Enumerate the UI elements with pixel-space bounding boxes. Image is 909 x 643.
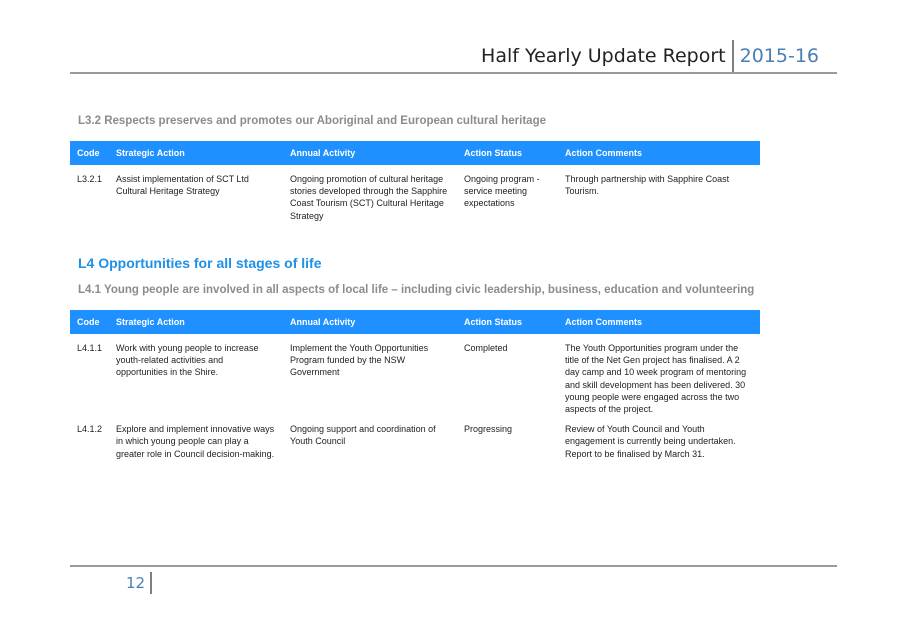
cell-action-status: Ongoing program - service meeting expect… — [464, 174, 540, 209]
table-row: L4.1.2 Explore and implement innovative … — [70, 415, 760, 460]
column-header-action-comments: Action Comments — [565, 317, 643, 327]
action-table-l3-2: Code Strategic Action Annual Activity Ac… — [70, 141, 760, 222]
cell-strategic-action: Explore and implement innovative ways in… — [116, 424, 275, 459]
table-row: L4.1.1 Work with young people to increas… — [70, 334, 760, 415]
section-heading-l3-2: L3.2 Respects preserves and promotes our… — [78, 115, 547, 127]
report-title: Half Yearly Update Report — [481, 45, 726, 67]
header-separator — [731, 40, 734, 72]
cell-code: L4.1.2 — [77, 424, 103, 435]
column-header-action-comments: Action Comments — [565, 148, 643, 158]
cell-action-comments: Review of Youth Council and Youth engage… — [565, 424, 736, 459]
table-header-row: Code Strategic Action Annual Activity Ac… — [70, 310, 760, 334]
page-footer: 12 — [126, 572, 153, 594]
column-header-annual-activity: Annual Activity — [290, 317, 356, 327]
section-heading-l4-1: L4.1 Young people are involved in all as… — [78, 284, 755, 296]
column-header-strategic-action: Strategic Action — [116, 317, 185, 327]
column-header-action-status: Action Status — [464, 317, 523, 327]
column-header-code: Code — [77, 317, 100, 327]
cell-annual-activity: Ongoing promotion of cultural heritage s… — [290, 174, 448, 221]
report-year: 2015-16 — [739, 45, 819, 67]
cell-code: L4.1.1 — [77, 343, 103, 353]
column-header-code: Code — [77, 148, 100, 158]
report-header: Half Yearly Update Report 2015-16 — [481, 40, 819, 72]
column-header-annual-activity: Annual Activity — [290, 148, 356, 158]
cell-annual-activity: Implement the Youth Opportunities Progra… — [290, 343, 429, 378]
cell-action-comments: Through partnership with Sapphire Coast … — [565, 174, 730, 197]
cell-strategic-action: Assist implementation of SCT Ltd Cultura… — [116, 174, 249, 197]
footer-rule — [70, 565, 837, 567]
cell-annual-activity: Ongoing support and coordination of Yout… — [290, 424, 436, 447]
cell-action-status: Completed — [464, 343, 508, 353]
section-main-heading-l4: L4 Opportunities for all stages of life — [78, 255, 322, 271]
table-row: L3.2.1 Assist implementation of SCT Ltd … — [70, 165, 760, 222]
footer-separator — [150, 572, 153, 594]
column-header-strategic-action: Strategic Action — [116, 148, 185, 158]
cell-strategic-action: Work with young people to increase youth… — [116, 343, 259, 378]
cell-code: L3.2.1 — [77, 174, 103, 184]
column-header-action-status: Action Status — [464, 148, 523, 158]
action-table-l4-1: Code Strategic Action Annual Activity Ac… — [70, 310, 760, 460]
cell-action-status: Progressing — [464, 424, 513, 435]
table-header-row: Code Strategic Action Annual Activity Ac… — [70, 141, 760, 165]
cell-action-comments: The Youth Opportunities program under th… — [565, 343, 747, 415]
page-number: 12 — [126, 574, 146, 592]
header-rule — [70, 72, 837, 74]
